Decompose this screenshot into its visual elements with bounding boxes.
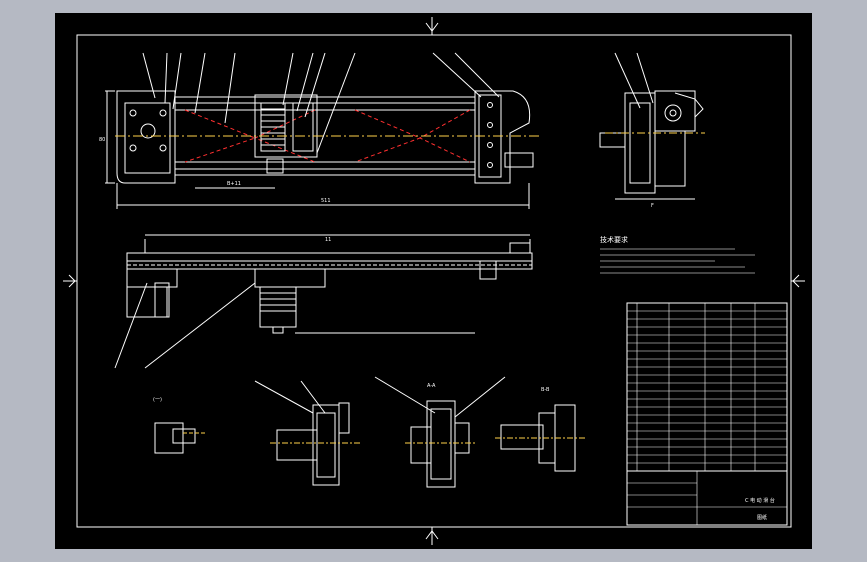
drawing-sheet: 80 B+11 511 F bbox=[55, 13, 812, 549]
top-travel-dim: B+11 bbox=[227, 181, 241, 187]
front-view: 11 bbox=[114, 234, 533, 369]
top-height-dim: 80 bbox=[99, 137, 105, 143]
side-view: F bbox=[599, 52, 705, 209]
section-label-3: B-B bbox=[541, 387, 550, 393]
title-block: C 电 动 滑 台 图纸 bbox=[626, 470, 788, 526]
section-label-2: A-A bbox=[427, 383, 436, 389]
drawing-frame bbox=[76, 34, 792, 528]
front-length-dim: 11 bbox=[325, 237, 331, 243]
tech-requirements: 技术要求 bbox=[600, 235, 755, 274]
title-block-name: C 电 动 滑 台 bbox=[745, 497, 775, 504]
top-total-dim: 511 bbox=[321, 198, 331, 204]
parts-list bbox=[626, 302, 788, 472]
side-width-dim: F bbox=[651, 203, 654, 209]
tech-requirements-title: 技术要求 bbox=[600, 235, 628, 244]
detail-views: (一) A-A B-B bbox=[153, 376, 585, 488]
section-label-1: (一) bbox=[153, 397, 162, 403]
top-view: 80 B+11 511 bbox=[99, 52, 540, 209]
cad-drawing-canvas: 80 B+11 511 F bbox=[63, 17, 805, 545]
centering-marks bbox=[63, 17, 805, 545]
title-block-drawing-no: 图纸 bbox=[757, 514, 767, 521]
